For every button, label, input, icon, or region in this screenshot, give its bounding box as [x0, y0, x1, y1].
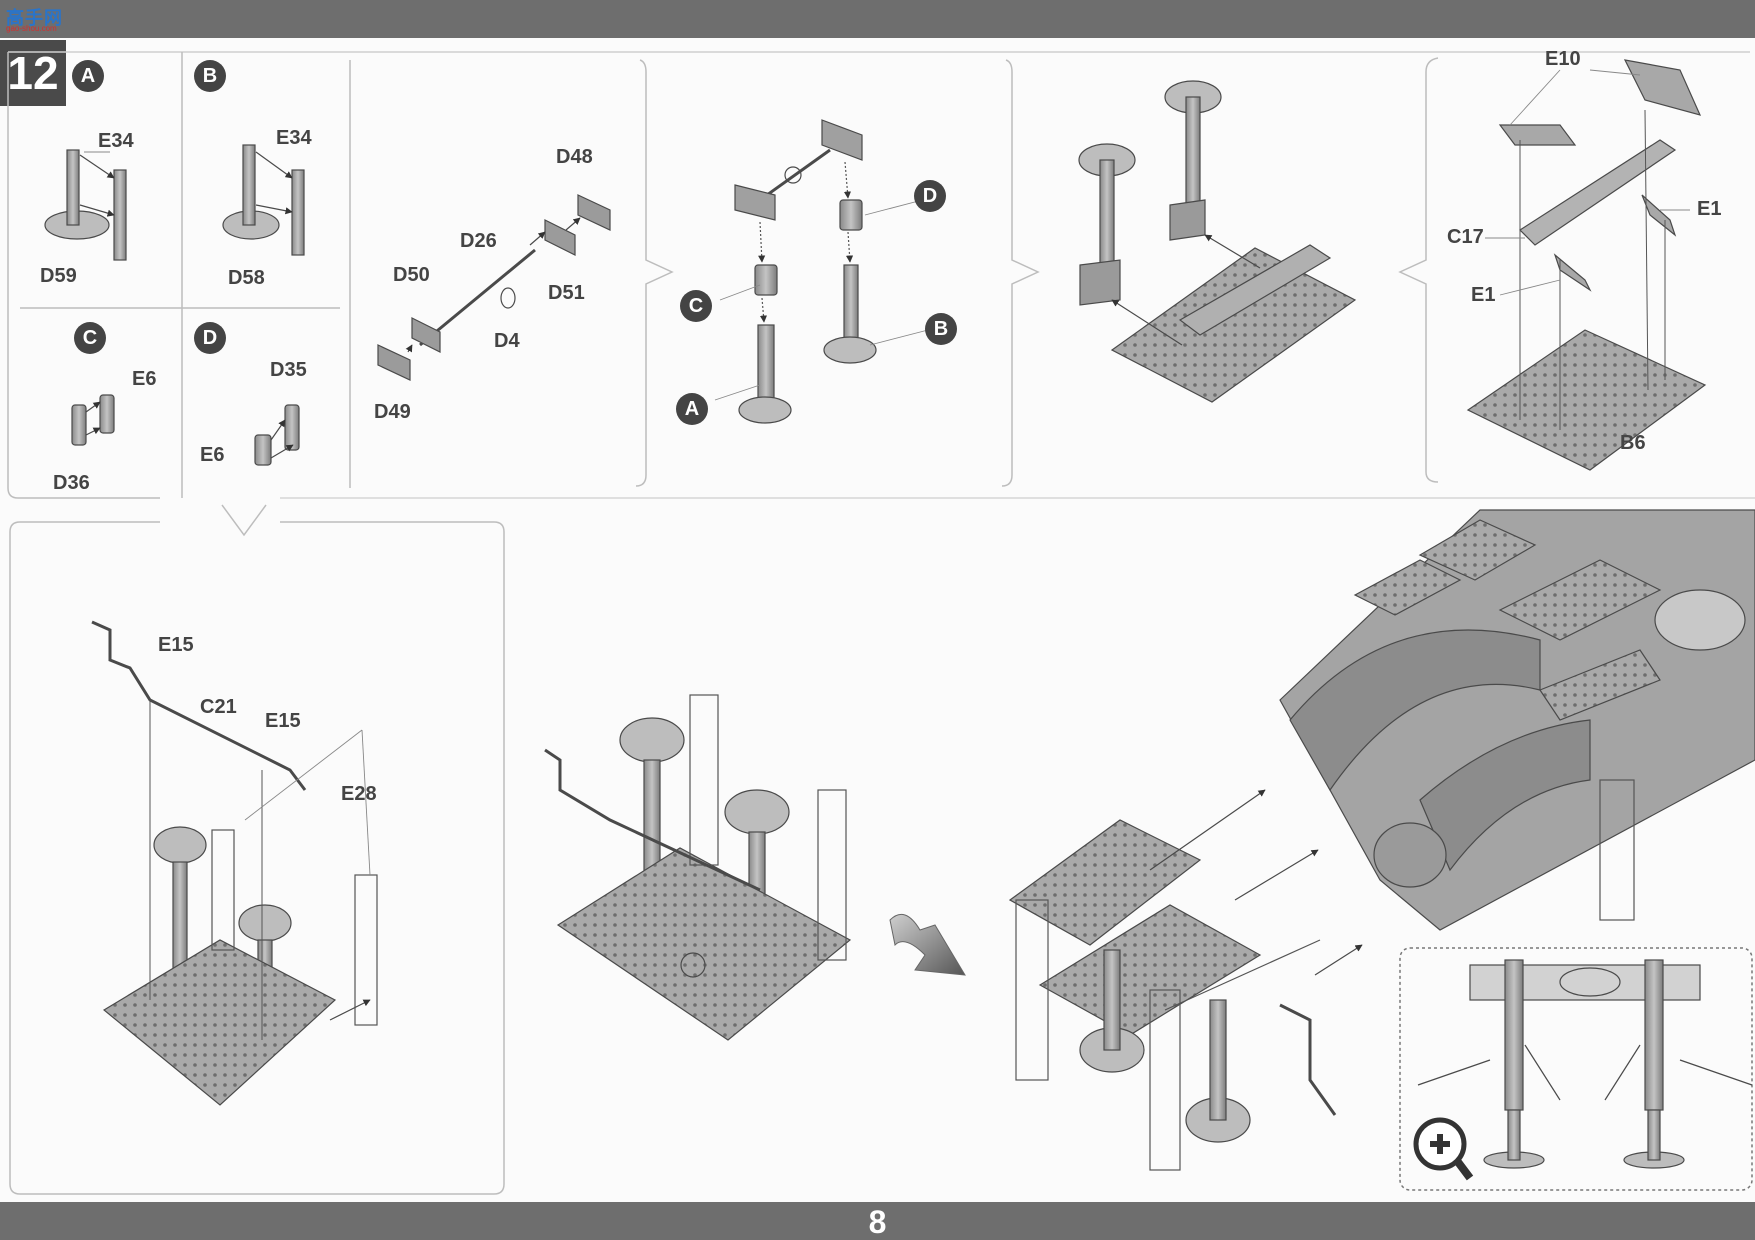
- part-label-e28: E28: [341, 783, 377, 805]
- assembled-unit-art: [544, 694, 852, 1041]
- part-label-d26: D26: [460, 230, 497, 252]
- callout-a-badge: A: [72, 60, 104, 92]
- panel-a-art: [44, 149, 127, 261]
- panel-b-art: [222, 144, 305, 256]
- base-frame-art: [1078, 80, 1357, 403]
- callout-a-badge-jack: A: [676, 393, 708, 425]
- callout-d-badge: D: [194, 322, 226, 354]
- callout-c-badge: C: [74, 322, 106, 354]
- top-bar: [0, 0, 1755, 38]
- step-number: 12: [0, 40, 66, 106]
- part-label-d59: D59: [40, 265, 77, 287]
- watermark-brand: 高手网: [6, 8, 63, 28]
- part-label-e10: E10: [1545, 48, 1581, 70]
- part-label-c21: C21: [200, 696, 237, 718]
- part-label-d4: D4: [494, 330, 520, 352]
- part-label-e6: E6: [132, 368, 157, 390]
- part-label-b6: B6: [1620, 432, 1646, 454]
- part-label-c17: C17: [1447, 226, 1484, 248]
- part-label-d49: D49: [374, 401, 411, 423]
- part-label-d35: D35: [270, 359, 307, 381]
- panel-d-art: [254, 404, 300, 466]
- callout-d-badge-jack: D: [914, 180, 946, 212]
- part-label-d58: D58: [228, 267, 265, 289]
- part-label-d51: D51: [548, 282, 585, 304]
- frame-parts-art: [1466, 59, 1707, 471]
- part-label-e6: E6: [200, 444, 225, 466]
- shaft-assembly-art: [377, 194, 611, 381]
- jack-assembly-art: [734, 119, 877, 424]
- part-label-e1: E1: [1697, 198, 1722, 220]
- next-step-arrow-icon: [889, 913, 966, 976]
- part-label-e1: E1: [1471, 284, 1496, 306]
- callout-b-badge: B: [194, 60, 226, 92]
- part-label-e15: E15: [158, 634, 194, 656]
- part-label-e34: E34: [276, 127, 312, 149]
- part-label-d50: D50: [393, 264, 430, 286]
- zoom-detail-art: [1417, 959, 1753, 1169]
- part-label-e15: E15: [265, 710, 301, 732]
- panel-c-art: [71, 394, 115, 446]
- callout-b-badge-jack: B: [925, 313, 957, 345]
- part-label-e34: E34: [98, 130, 134, 152]
- subassembly-art: [91, 620, 378, 1106]
- leader-lines: [84, 69, 1690, 876]
- top-panel-frames: [7, 51, 1755, 1195]
- watermark-url: gao-shou.com: [6, 24, 57, 33]
- page-number: 8: [868, 1204, 887, 1240]
- bottom-bar: [0, 1202, 1755, 1240]
- callout-c-badge-jack: C: [680, 290, 712, 322]
- part-label-d48: D48: [556, 146, 593, 168]
- part-label-d36: D36: [53, 472, 90, 494]
- zoom-in-icon: [1413, 1117, 1474, 1181]
- main-vehicle-art: [1008, 509, 1755, 1171]
